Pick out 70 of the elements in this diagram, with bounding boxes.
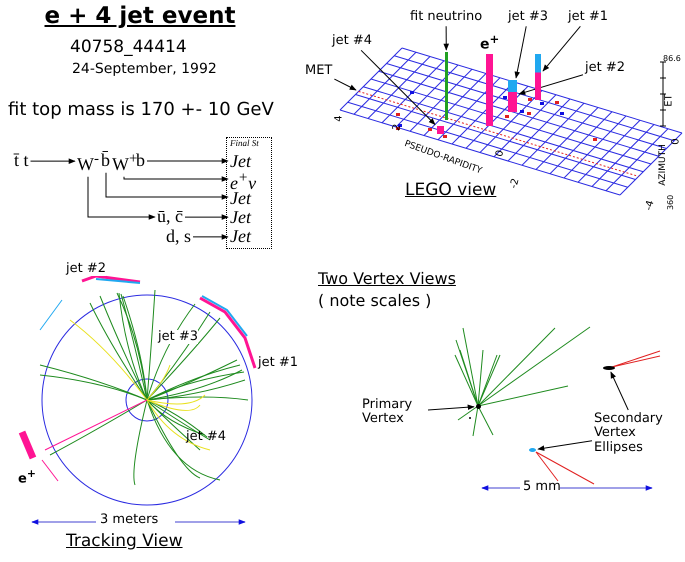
view-title: Two Vertex Views <box>318 270 456 288</box>
scale-label: 5 mm <box>523 480 561 494</box>
callout-label: Primary Vertex <box>362 398 426 427</box>
leader-line <box>610 371 629 410</box>
leader-line <box>360 50 436 125</box>
energy-tower <box>508 80 517 112</box>
arrow <box>106 172 229 200</box>
callout-label: jet #3 <box>508 10 548 24</box>
particle-label: e$^{+}$ <box>480 33 500 54</box>
particle-symbol: d, s <box>166 227 192 247</box>
energy-tower <box>437 126 444 134</box>
final-state-item: Jet <box>230 227 251 247</box>
vertex-ellipse <box>529 448 536 452</box>
jet-label: jet #2 <box>66 262 106 276</box>
leader-line <box>542 26 581 72</box>
arrow <box>192 234 229 240</box>
axis-tick: 0 <box>494 149 506 158</box>
axis-tick: 360 <box>667 194 676 210</box>
vertex-dot <box>476 404 481 409</box>
final-state-item: Jet <box>230 152 251 172</box>
leader-line <box>334 78 357 90</box>
axis-tick: -2 <box>508 177 522 190</box>
particle-symbol: W$^{+}$ <box>112 151 138 175</box>
arrow <box>146 158 229 164</box>
arrow <box>184 214 229 220</box>
axis-tick: 0 <box>670 138 682 145</box>
particle-symbol: b̄ <box>101 151 110 171</box>
axis-tick: 2 <box>391 123 404 132</box>
leader-line <box>514 26 527 79</box>
axis-tick: 86.6 <box>663 55 681 64</box>
vertex-ellipse <box>603 366 615 370</box>
arrow <box>124 176 229 182</box>
view-title: LEGO view <box>405 181 496 200</box>
callout-label: fit neutrino <box>410 10 482 24</box>
particle-symbol: b <box>136 151 145 171</box>
leader-line <box>518 74 584 95</box>
final-state-item: Jet <box>230 208 251 228</box>
box-heading: Final St <box>230 139 259 149</box>
particle-label: e$^{+}$ <box>18 468 36 487</box>
arrow <box>88 176 156 220</box>
callout-label: Secondary Vertex Ellipses <box>594 412 684 455</box>
view-title: Tracking View <box>66 532 183 551</box>
leader-line <box>537 440 592 451</box>
particle-symbol: W$^{-}$ <box>77 151 99 175</box>
final-state-box <box>226 137 272 249</box>
leader-line <box>443 26 450 51</box>
energy-tower <box>445 52 448 120</box>
jet-label: jet #4 <box>186 430 226 444</box>
axis-tick: -4 <box>643 199 657 212</box>
axis-tick: 4 <box>334 115 345 122</box>
axis-title: AZIMUTH <box>658 144 669 186</box>
date-text: 24-September, 1992 <box>72 62 217 78</box>
jet-label: jet #1 <box>258 356 298 370</box>
particle-symbol: t̄ t <box>14 151 29 171</box>
title: e + 4 jet event <box>44 4 236 30</box>
mass-note: fit top mass is 170 +- 10 GeV <box>8 100 274 120</box>
leader-line <box>428 404 475 410</box>
callout-label: MET <box>305 64 332 78</box>
jet-label: jet #3 <box>158 330 198 344</box>
energy-tower <box>535 54 541 100</box>
arrow <box>30 158 76 164</box>
scale-label: 3 meters <box>100 513 158 528</box>
callout-label: jet #4 <box>332 34 372 48</box>
axis-title: ET <box>664 94 675 107</box>
note-text: ( note scales ) <box>318 292 432 310</box>
callout-label: jet #2 <box>585 61 626 76</box>
particle-symbol: ū, c̄ <box>157 207 183 227</box>
event-number: 40758_44414 <box>70 38 187 57</box>
callout-label: jet #1 <box>568 10 608 24</box>
final-state-item: Jet <box>230 189 251 209</box>
